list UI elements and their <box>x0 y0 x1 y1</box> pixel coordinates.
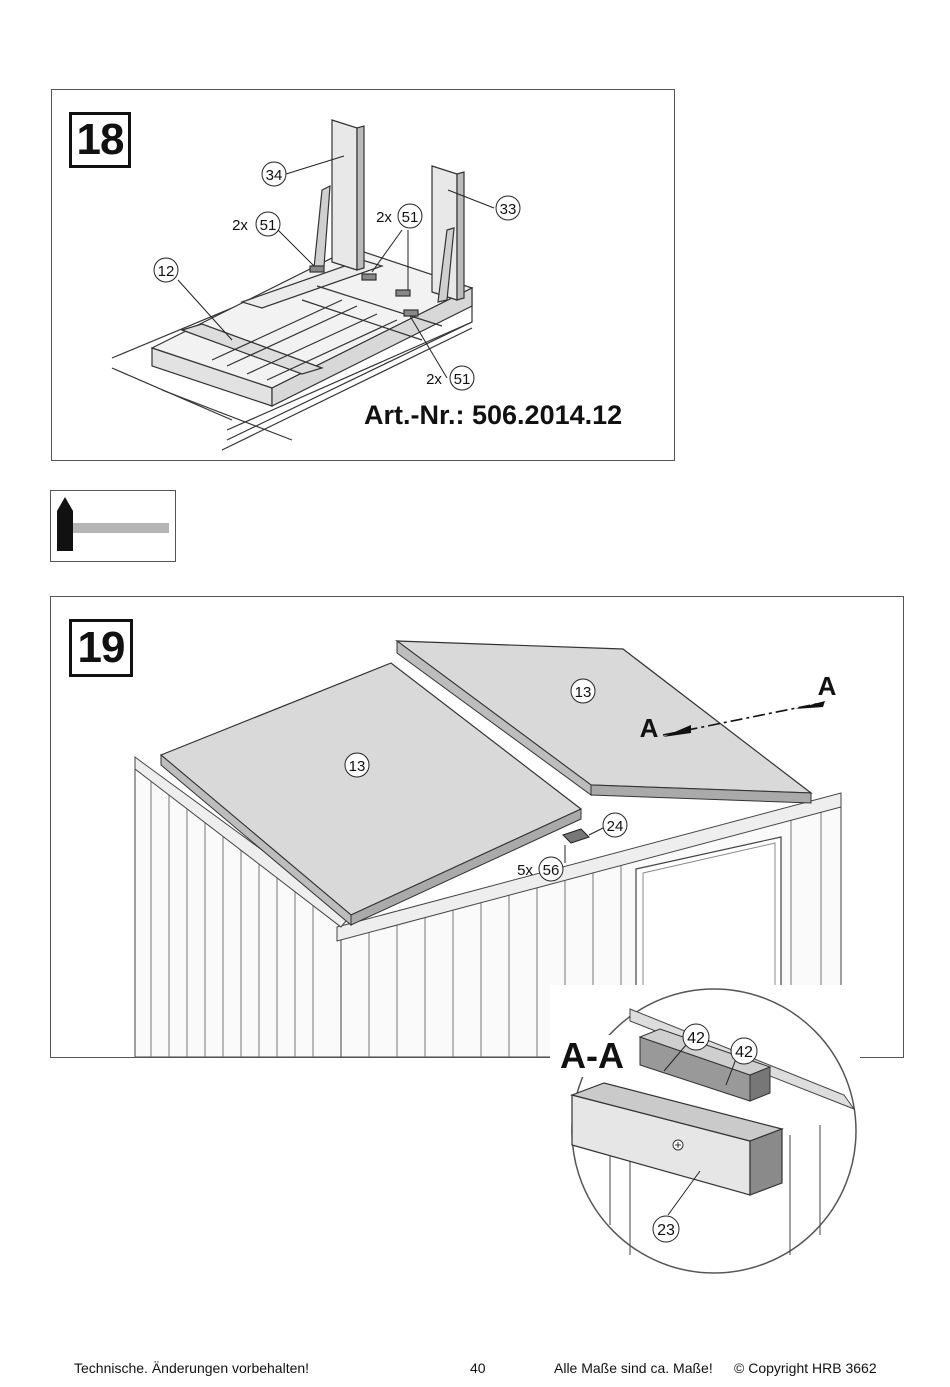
step-19-number: 19 <box>69 619 133 677</box>
callout-42b: 42 <box>735 1044 753 1061</box>
callout-qty-a: 2x <box>232 217 248 234</box>
section-marker-a-left: A <box>640 713 659 743</box>
callout-12: 12 <box>158 263 175 280</box>
callout-qty-c: 2x <box>426 371 442 388</box>
callout-42a: 42 <box>687 1030 705 1047</box>
callout-34: 34 <box>266 167 283 184</box>
step-18-number: 18 <box>69 112 131 168</box>
callout-24: 24 <box>607 818 624 835</box>
callout-51a: 51 <box>260 217 277 234</box>
footer-measure-note: Alle Maße sind ca. Maße! <box>554 1360 713 1376</box>
callout-33: 33 <box>500 201 517 218</box>
callout-qty-56: 5x <box>517 862 533 879</box>
section-marker-a-right: A <box>818 671 837 701</box>
callout-13-right: 13 <box>575 684 592 701</box>
callout-51c: 51 <box>454 371 471 388</box>
footer-copyright: © Copyright HRB 3662 <box>734 1360 877 1376</box>
footer-page-number: 40 <box>470 1360 486 1376</box>
step-18-illustration: 34 33 12 2x 51 2x 51 2x 51 <box>111 119 521 451</box>
detail-a-a-illustration: 42 42 23 <box>550 985 860 1285</box>
hammer-icon <box>57 497 169 551</box>
footer-disclaimer: Technische. Änderungen vorbehalten! <box>74 1360 310 1376</box>
detail-label: A-A <box>556 1035 628 1077</box>
article-number: Art.-Nr.: 506.2014.12 <box>364 400 623 430</box>
step-18-panel: 18 <box>51 89 675 461</box>
callout-13-left: 13 <box>349 758 366 775</box>
callout-56: 56 <box>543 862 560 879</box>
detail-a-a: 42 42 23 A-A <box>550 985 860 1285</box>
tool-hint-box <box>50 490 176 562</box>
callout-51b: 51 <box>402 209 419 226</box>
callout-23: 23 <box>657 1222 675 1239</box>
callout-qty-b: 2x <box>376 209 392 226</box>
